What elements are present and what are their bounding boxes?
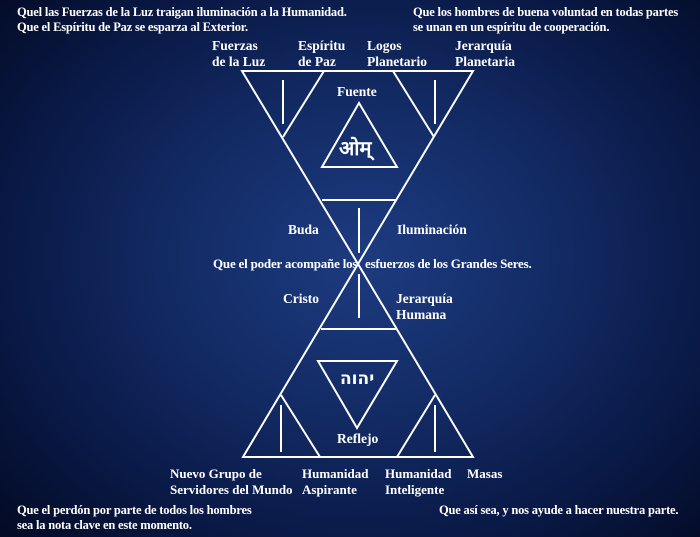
upper-inverted-triangle: [240, 70, 475, 266]
center-phrase-left: Que el poder acompañe los: [213, 256, 358, 271]
om-symbol: ओम्: [339, 136, 372, 160]
label-fuente: Fuente: [337, 84, 377, 99]
lower-triangle: [241, 262, 475, 458]
label-cristo: Cristo: [283, 291, 319, 306]
label-buda: Buda: [288, 222, 319, 237]
upper-left-corner-triangle: [282, 70, 325, 138]
text-line: Que el Espíritu de Paz se esparza al Ext…: [17, 20, 248, 34]
om-triangle: [320, 101, 399, 168]
label-reflejo: Reflejo: [337, 431, 379, 446]
lower-left-corner-triangle: [280, 394, 321, 458]
center-phrase-right: esfuerzos de los Grandes Seres.: [365, 256, 532, 271]
text-line: Que los hombres de buena voluntad en tod…: [413, 5, 679, 19]
yhwh-triangle: [316, 360, 399, 430]
yhwh-symbol: יהוה: [340, 369, 375, 389]
invocation-bottom-left: Que el perdón por parte de todos los hom…: [17, 503, 252, 533]
label-masas: Masas: [467, 466, 503, 481]
text-line: se unan en un espíritu de cooperación.: [413, 20, 610, 34]
label-iluminacion: Iluminación: [397, 222, 467, 237]
text-line: Quel las Fuerzas de la Luz traigan ilumi…: [17, 5, 347, 19]
text-line: sea la nota clave en este momento.: [17, 518, 192, 532]
lower-right-corner-triangle: [396, 394, 436, 458]
invocation-bottom-right: Que así sea, y nos ayude a hacer nuestra…: [439, 503, 679, 517]
invocation-top-right: Que los hombres de buena voluntad en tod…: [413, 5, 678, 35]
invocation-top-left: Quel las Fuerzas de la Luz traigan ilumi…: [17, 5, 347, 35]
text-line: Que el perdón por parte de todos los hom…: [17, 503, 252, 517]
upper-right-corner-triangle: [392, 70, 435, 138]
